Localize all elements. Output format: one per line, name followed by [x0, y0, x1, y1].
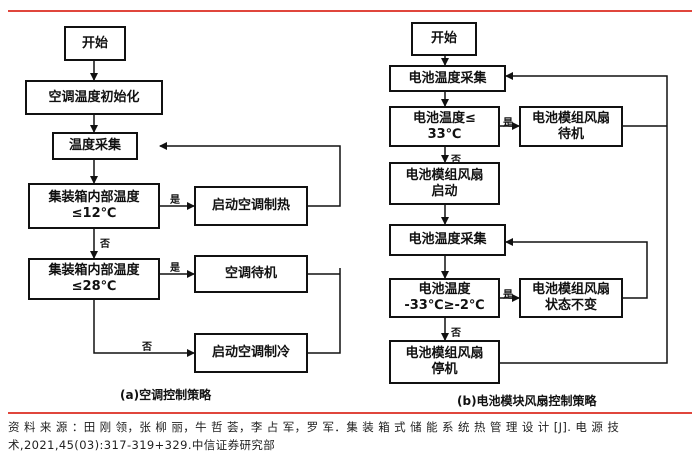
fan-stop-text: 电池模组风扇 停机: [405, 346, 484, 377]
ac-no-label-2: 否: [142, 342, 152, 353]
ac-heat-node: 启动空调制热: [194, 186, 308, 226]
fan-standby-node: 电池模组风扇 待机: [519, 106, 623, 147]
ac-start-node: 开始: [64, 26, 126, 61]
ac-yes-label-2: 是: [170, 263, 180, 274]
ac-no-label-1: 否: [100, 239, 110, 250]
source-note: 资 料 来 源 ：田 刚 领，张 柳 丽，牛 哲 荟，李 占 军，罗 军．集 装…: [8, 420, 620, 452]
fan-control-flowchart: 开始 电池温度采集 电池温度≤ 33℃ 电池模组风扇 待机 电池模组风扇 启动 …: [385, 18, 690, 408]
top-divider: [8, 10, 692, 12]
ac-yes-label-1: 是: [170, 195, 180, 206]
bottom-divider: [8, 412, 692, 414]
ac-standby-node: 空调待机: [194, 255, 308, 293]
fan-decision-range: 电池温度 -33℃≥-2℃: [389, 278, 500, 318]
fan-yes-label-2: 是: [503, 290, 513, 301]
fan-keep-text: 电池模组风扇 状态不变: [531, 282, 610, 313]
fan-caption: (b)电池模块风扇控制策略: [457, 394, 597, 408]
ac-decision-28c-text: 集装箱内部温度 ≤28℃: [48, 263, 140, 294]
ac-flow-connectors: [90, 61, 341, 357]
ac-decision-12c: 集装箱内部温度 ≤12℃: [28, 183, 160, 229]
fan-decision-33c: 电池温度≤ 33℃: [389, 106, 500, 147]
fan-keep-node: 电池模组风扇 状态不变: [519, 278, 623, 318]
fan-collect-node-1: 电池温度采集: [389, 65, 506, 92]
fan-decision-range-text: 电池温度 -33℃≥-2℃: [404, 282, 485, 313]
fan-start-action-text: 电池模组风扇 启动: [405, 167, 484, 199]
fan-stop-node: 电池模组风扇 停机: [389, 340, 500, 384]
fan-collect-text-2: 电池温度采集: [408, 232, 487, 247]
fan-start-text: 开始: [430, 31, 457, 46]
fan-start-node: 开始: [411, 22, 477, 56]
fan-no-label-2: 否: [451, 328, 461, 339]
ac-standby-text: 空调待机: [224, 266, 277, 281]
fan-standby-text: 电池模组风扇 待机: [531, 110, 610, 142]
fan-yes-label-1: 是: [503, 118, 513, 129]
fan-no-label-1: 否: [451, 155, 461, 166]
ac-start-text: 开始: [81, 35, 108, 51]
ac-caption: (a)空调控制策略: [120, 388, 212, 402]
ac-collect-node: 温度采集: [52, 132, 138, 160]
ac-control-flowchart: 开始 空调温度初始化 温度采集 集装箱内部温度 ≤12℃ 启动空调制热 集装箱内…: [8, 18, 348, 408]
ac-decision-12c-text: 集装箱内部温度 ≤12℃: [48, 190, 140, 221]
ac-collect-text: 温度采集: [68, 138, 121, 153]
ac-cool-text: 启动空调制冷: [211, 345, 290, 360]
fan-collect-node-2: 电池温度采集: [389, 224, 506, 256]
ac-init-node: 空调温度初始化: [25, 80, 163, 115]
fan-collect-text-1: 电池温度采集: [408, 70, 487, 86]
fan-start-action-node: 电池模组风扇 启动: [389, 162, 500, 205]
ac-cool-node: 启动空调制冷: [194, 333, 308, 373]
ac-heat-text: 启动空调制热: [211, 198, 290, 213]
ac-decision-28c: 集装箱内部温度 ≤28℃: [28, 258, 160, 300]
fan-decision-33c-text: 电池温度≤ 33℃: [413, 110, 476, 142]
fan-flow-connectors: [441, 56, 668, 364]
ac-init-text: 空调温度初始化: [48, 89, 140, 105]
